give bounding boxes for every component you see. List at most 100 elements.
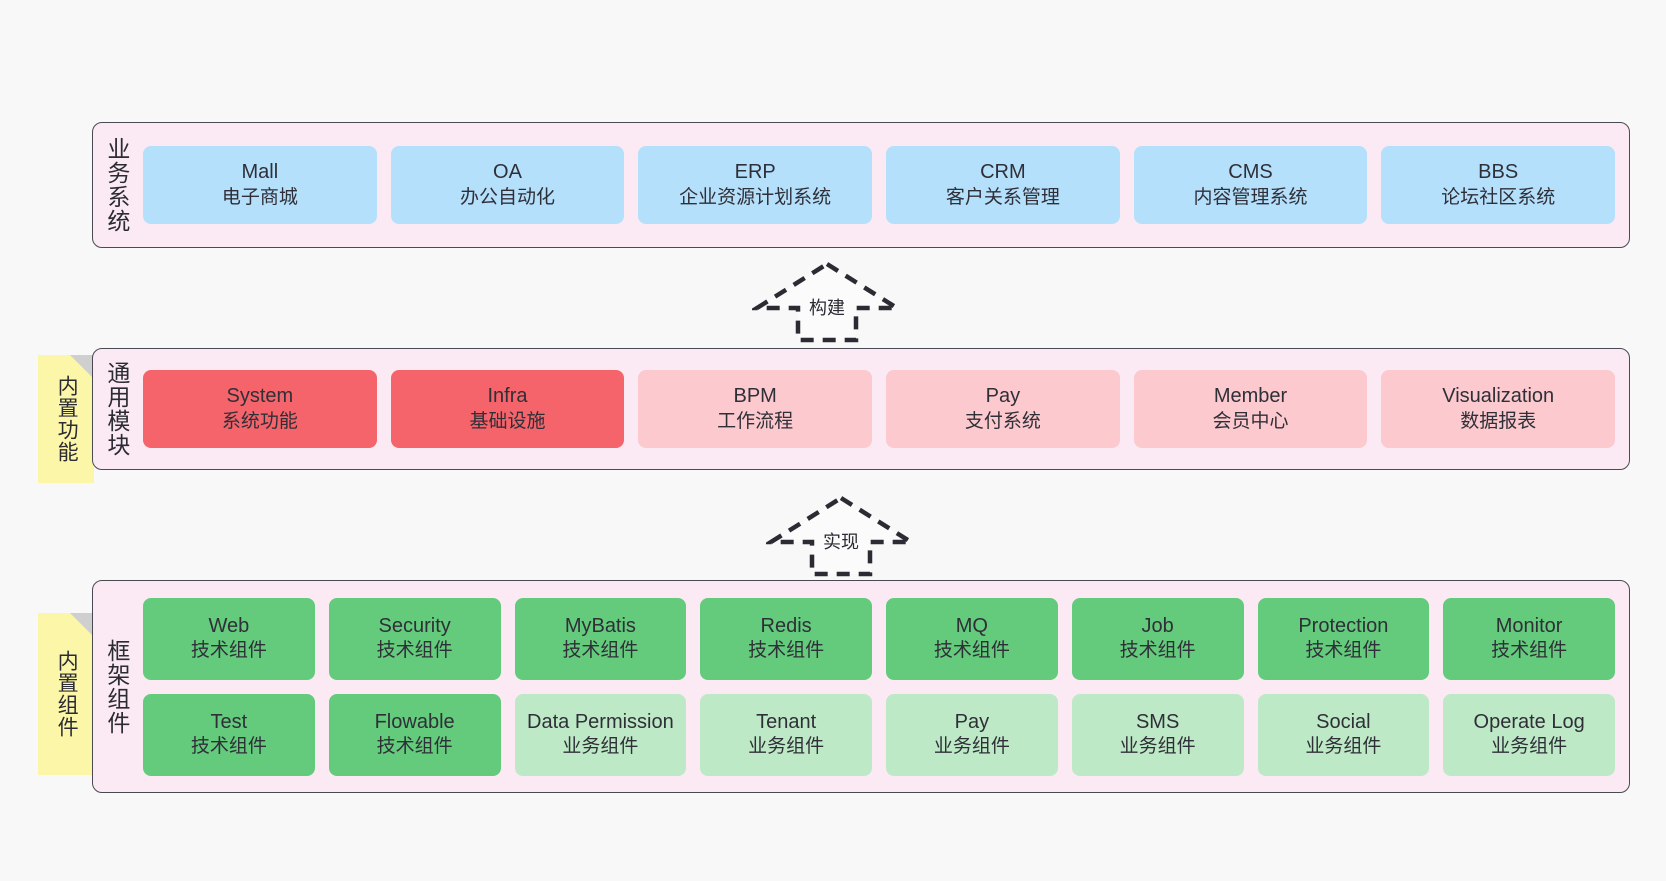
- card-subtitle: 技术组件: [1491, 640, 1568, 662]
- card-title: ERP: [734, 161, 776, 184]
- layer-title-framework-components: 框架组件: [103, 638, 130, 735]
- layer-body-framework-components: Web 技术组件 Security 技术组件 MyBatis 技术组件 Redi…: [139, 581, 1629, 792]
- card-title: CRM: [980, 161, 1026, 184]
- card-job[interactable]: Job 技术组件: [1071, 597, 1244, 680]
- card-title: Data Permission: [527, 710, 674, 733]
- card-subtitle: 系统功能: [221, 410, 298, 432]
- card-protection[interactable]: Protection 技术组件: [1257, 597, 1430, 680]
- card-title: Infra: [487, 385, 528, 408]
- card-title: Social: [1316, 710, 1371, 733]
- card-tenant[interactable]: Tenant 业务组件: [700, 693, 872, 776]
- card-row: Test 技术组件 Flowable 技术组件 Data Permission …: [143, 693, 1615, 776]
- layer-common-modules: 通用模块 System 系统功能 Infra 基础设施 BPM 工作流程 Pay…: [92, 348, 1630, 470]
- card-subtitle: 业务组件: [748, 736, 825, 758]
- card-subtitle: 工作流程: [717, 410, 794, 432]
- card-subtitle: 业务组件: [933, 736, 1010, 758]
- card-subtitle: 技术组件: [190, 736, 267, 758]
- card-pay-component[interactable]: Pay 业务组件: [886, 693, 1058, 776]
- layer-body-common-modules: System 系统功能 Infra 基础设施 BPM 工作流程 Pay 支付系统…: [139, 349, 1629, 469]
- note-label: 内置组件: [55, 650, 79, 738]
- card-title: Test: [210, 710, 248, 733]
- card-title: Job: [1141, 614, 1174, 637]
- card-subtitle: 技术组件: [1119, 640, 1196, 662]
- card-erp[interactable]: ERP 企业资源计划系统: [638, 146, 873, 224]
- card-subtitle: 业务组件: [1119, 736, 1196, 758]
- card-title: MQ: [955, 614, 988, 637]
- note-builtin-features: 内置功能: [38, 355, 94, 483]
- card-oa[interactable]: OA 办公自动化: [390, 146, 625, 224]
- card-subtitle: 技术组件: [376, 640, 453, 662]
- layer-title-common-modules: 通用模块: [103, 361, 130, 457]
- card-social[interactable]: Social 业务组件: [1257, 693, 1430, 776]
- card-title: BPM: [733, 385, 777, 408]
- card-operate-log[interactable]: Operate Log 业务组件: [1443, 693, 1615, 776]
- card-row: System 系统功能 Infra 基础设施 BPM 工作流程 Pay 支付系统…: [143, 370, 1616, 448]
- card-mall[interactable]: Mall 电子商城: [143, 146, 377, 224]
- card-subtitle: 业务组件: [562, 736, 639, 758]
- layer-title-business-systems: 业务系统: [103, 137, 130, 233]
- card-monitor[interactable]: Monitor 技术组件: [1443, 597, 1615, 680]
- card-title: Security: [378, 614, 451, 637]
- card-subtitle: 论坛社区系统: [1441, 186, 1556, 208]
- card-visualization[interactable]: Visualization 数据报表: [1381, 370, 1616, 448]
- connector-build: 构建: [749, 258, 905, 344]
- card-bbs[interactable]: BBS 论坛社区系统: [1381, 146, 1616, 224]
- card-subtitle: 业务组件: [1305, 736, 1382, 758]
- connector-label-build: 构建: [809, 298, 845, 318]
- card-title: Monitor: [1495, 614, 1563, 637]
- up-arrow-dashed-icon: [749, 261, 905, 343]
- card-subtitle: 技术组件: [1305, 640, 1382, 662]
- card-title: Member: [1213, 385, 1288, 408]
- card-system[interactable]: System 系统功能: [143, 370, 377, 448]
- card-row: Mall 电子商城 OA 办公自动化 ERP 企业资源计划系统 CRM 客户关系…: [143, 146, 1616, 224]
- card-title: Tenant: [756, 710, 817, 733]
- layer-business-systems: 业务系统 Mall 电子商城 OA 办公自动化 ERP 企业资源计划系统 CRM…: [92, 122, 1630, 248]
- up-arrow-dashed-icon: [763, 495, 919, 577]
- card-subtitle: 业务组件: [1491, 736, 1568, 758]
- note-label: 内置功能: [55, 375, 79, 463]
- card-subtitle: 数据报表: [1460, 410, 1537, 432]
- card-subtitle: 技术组件: [190, 640, 267, 662]
- card-title: Visualization: [1442, 385, 1555, 408]
- card-member[interactable]: Member 会员中心: [1133, 370, 1368, 448]
- card-title: BBS: [1478, 161, 1519, 184]
- card-title: Redis: [760, 614, 812, 637]
- card-subtitle: 基础设施: [469, 410, 546, 432]
- card-mq[interactable]: MQ 技术组件: [886, 597, 1058, 680]
- card-subtitle: 电子商城: [221, 186, 298, 208]
- card-row: Web 技术组件 Security 技术组件 MyBatis 技术组件 Redi…: [143, 597, 1615, 680]
- card-flowable[interactable]: Flowable 技术组件: [328, 693, 501, 776]
- card-pay-module[interactable]: Pay 支付系统: [886, 370, 1120, 448]
- card-subtitle: 支付系统: [964, 410, 1041, 432]
- card-subtitle: 企业资源计划系统: [679, 186, 832, 208]
- card-title: OA: [493, 161, 522, 184]
- card-test[interactable]: Test 技术组件: [143, 693, 315, 776]
- card-title: SMS: [1135, 710, 1180, 733]
- card-title: Operate Log: [1473, 710, 1585, 733]
- card-subtitle: 技术组件: [562, 640, 639, 662]
- card-security[interactable]: Security 技术组件: [328, 597, 501, 680]
- card-subtitle: 办公自动化: [460, 186, 556, 208]
- card-title: Mall: [241, 161, 279, 184]
- card-subtitle: 客户关系管理: [945, 186, 1060, 208]
- card-subtitle: 技术组件: [748, 640, 825, 662]
- card-title: Protection: [1298, 614, 1389, 637]
- card-subtitle: 内容管理系统: [1193, 186, 1308, 208]
- card-title: CMS: [1228, 161, 1273, 184]
- card-data-permission[interactable]: Data Permission 业务组件: [514, 693, 687, 776]
- card-title: Flowable: [374, 710, 455, 733]
- card-redis[interactable]: Redis 技术组件: [700, 597, 872, 680]
- card-web[interactable]: Web 技术组件: [143, 597, 315, 680]
- card-subtitle: 会员中心: [1212, 410, 1289, 432]
- card-infra[interactable]: Infra 基础设施: [390, 370, 625, 448]
- card-sms[interactable]: SMS 业务组件: [1071, 693, 1244, 776]
- card-title: Web: [208, 614, 250, 637]
- card-bpm[interactable]: BPM 工作流程: [638, 370, 873, 448]
- card-title: MyBatis: [564, 614, 636, 637]
- card-crm[interactable]: CRM 客户关系管理: [886, 146, 1120, 224]
- card-subtitle: 技术组件: [933, 640, 1010, 662]
- card-cms[interactable]: CMS 内容管理系统: [1133, 146, 1368, 224]
- card-title: Pay: [954, 710, 990, 733]
- card-mybatis[interactable]: MyBatis 技术组件: [514, 597, 687, 680]
